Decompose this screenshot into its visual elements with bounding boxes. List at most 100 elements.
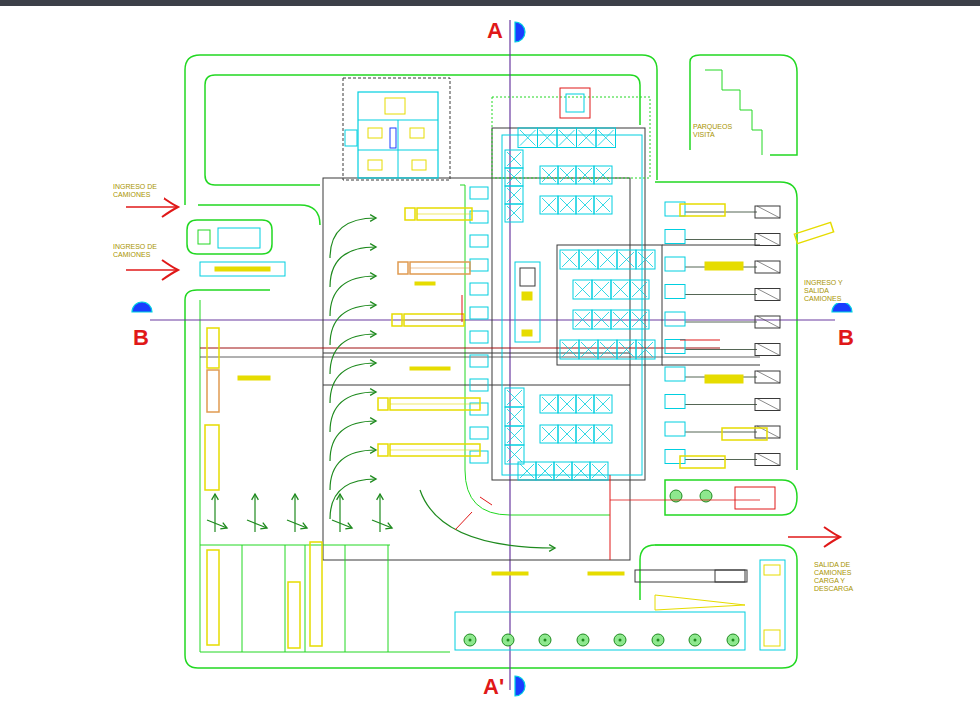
truck [205,425,219,490]
dock-wall [662,245,760,246]
dock-door [755,261,780,273]
gate-island [665,480,797,515]
detail-line [680,340,720,341]
floor-mark [492,572,528,575]
rack-cross [540,130,556,146]
tree [689,634,701,646]
rack-cross [592,464,606,478]
truck-axis [417,214,472,215]
rack-cross [542,427,556,441]
truck [310,542,322,646]
truck-axis [390,404,480,405]
rack-cross [507,188,521,202]
section-label: A' [482,674,505,699]
dock-finger [665,312,685,326]
flow-arrow [287,520,307,528]
rack-cross [638,252,653,267]
rack-cross [542,198,556,212]
dock-notch [470,235,488,247]
tree [539,634,551,646]
section-label: B [132,325,150,350]
rack-cell [558,425,576,443]
rack-cell [505,388,524,407]
dock-finger [665,422,685,436]
truck-trailer [390,444,480,456]
entry-booth [218,228,260,248]
truck [715,570,745,582]
dock-door [755,454,780,466]
parking-stalls [705,70,762,155]
top-bar [0,0,980,6]
rack-cell [538,128,558,148]
warehouse-wall [323,385,630,386]
rack-cross [632,312,647,327]
rack-cross [579,130,595,146]
rack-cross [594,312,609,327]
truck-trailer [404,314,464,326]
rack-cross [540,130,556,146]
rack-cross [507,428,522,443]
admin-lot [343,78,450,180]
rack-cell [579,250,598,269]
section-line-a [509,20,510,690]
dock-stall-line [685,294,757,295]
rack-cell [590,462,608,480]
dock-door-swing [757,344,780,356]
flow-arrow [330,276,376,316]
site-boundary-right [655,182,797,470]
flow-arrow [247,520,267,528]
rack-cross [538,464,552,478]
rack-cell [617,340,636,359]
section-marker [515,676,525,696]
office-desk [522,330,532,336]
note-label: INGRESO DE CAMIONES [112,243,164,259]
rack-cell [598,250,617,269]
admin-wall [358,150,438,151]
rack-cross [578,427,592,441]
truck [722,428,767,440]
rack-cross [574,464,588,478]
rack-zone [502,135,642,475]
dock-door [755,344,780,356]
rack-cross [596,168,610,182]
parking-line [305,545,306,652]
rack-cell [558,196,576,214]
rack-cell [558,395,576,413]
flow-arrow [330,218,376,258]
rack-cross [507,409,522,424]
traffic-arrow-head [162,197,178,217]
detail-line [480,497,492,505]
rack-cell [518,462,536,480]
inner-road-edge [205,75,640,185]
gate-booth [735,487,775,509]
dock-door-swing [757,261,780,273]
rack-cell [573,280,592,299]
rack-cross [560,168,574,182]
admin-wall [398,120,399,178]
flow-arrow [379,494,380,532]
label-anchor: B [837,325,855,350]
dock-finger [665,230,685,244]
rack-cross [562,342,577,357]
rack-cross [594,282,609,297]
flow-arrow [294,494,295,532]
truck-marker [705,375,743,383]
dock-stall-line [685,239,757,240]
note-label: SALIDA DE CAMIONES CARGA Y DESCARGA [813,561,867,593]
rack-cell [505,150,523,168]
truck-marker [705,262,743,270]
dock-door-swing [757,234,780,246]
dock-stall-line [685,212,757,213]
truck-axis [404,320,464,321]
rack-cell [505,445,524,464]
rack-cell [505,204,523,222]
rack-cell [540,425,558,443]
rack-cell [596,128,616,148]
dock-door [755,371,780,383]
entry-barrier [200,262,285,276]
warehouse-outline [323,178,630,560]
section-label: A [486,18,504,43]
rack-cross [542,397,556,411]
rack-cross [596,397,610,411]
dock-door [755,399,780,411]
